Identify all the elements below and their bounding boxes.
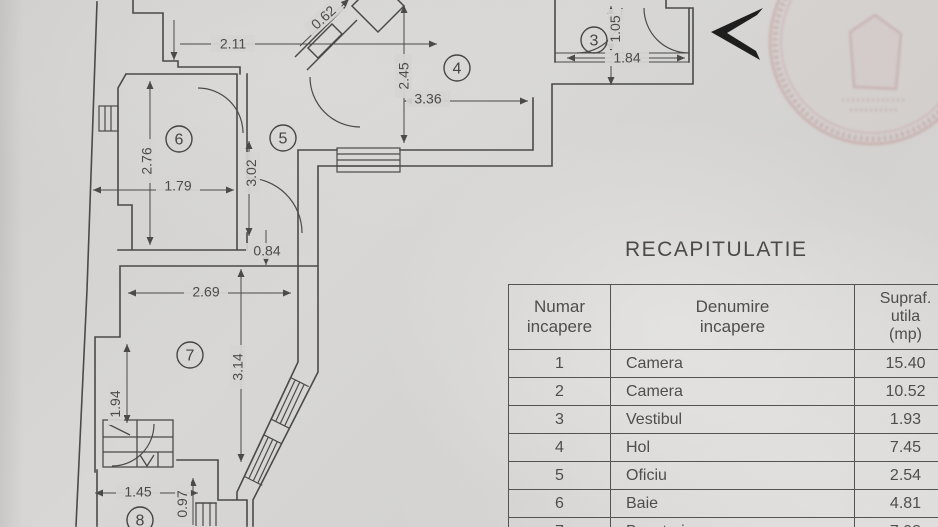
dim-2-69: 2.69 xyxy=(184,283,228,300)
room-circle-5: 5 xyxy=(269,124,297,152)
dim-2-11: 2.11 xyxy=(211,35,255,52)
walls-path xyxy=(75,0,694,527)
chevron-left-arrow-icon xyxy=(711,8,763,60)
dim-3-36: 3.36 xyxy=(406,90,450,107)
svg-text:0.84: 0.84 xyxy=(253,243,280,259)
dim-1-45: 1.45 xyxy=(116,483,160,500)
room-area-cell: 7.45 xyxy=(854,433,938,462)
room-name-cell: Bucatarie xyxy=(610,517,855,527)
room-number-cell: 2 xyxy=(508,377,611,406)
room-name-cell: Camera xyxy=(610,377,855,406)
svg-text:1.05: 1.05 xyxy=(607,15,623,42)
svg-text:3: 3 xyxy=(590,33,599,50)
svg-text:3.36: 3.36 xyxy=(414,91,441,107)
room-circle-3: 3 xyxy=(580,26,608,54)
svg-text:3.02: 3.02 xyxy=(243,159,259,186)
dim-1-79: 1.79 xyxy=(156,177,200,194)
svg-text:0.97: 0.97 xyxy=(174,490,190,517)
dim-3-02: 3.02 xyxy=(243,152,260,194)
header-suprafata-utila: Supraf. utila (mp) xyxy=(854,284,938,350)
svg-text:8: 8 xyxy=(136,513,145,527)
room-circle-8: 8 xyxy=(126,506,154,527)
table-row: 6 Baie 4.81 xyxy=(508,489,938,518)
room-circle-7: 7 xyxy=(176,341,204,369)
svg-text:4: 4 xyxy=(453,61,462,78)
svg-text:2.11: 2.11 xyxy=(220,36,246,52)
svg-text:3.14: 3.14 xyxy=(230,353,246,380)
table-row: 5 Oficiu 2.54 xyxy=(508,461,938,490)
svg-text:5: 5 xyxy=(279,131,288,148)
svg-text:2.45: 2.45 xyxy=(396,62,412,89)
room-circle-4: 4 xyxy=(443,54,471,82)
round-ink-stamp xyxy=(768,0,938,146)
room-name-cell: Camera xyxy=(610,349,855,378)
dim-2-76: 2.76 xyxy=(138,139,155,183)
header-line: Numar xyxy=(533,297,585,316)
room-number-cell: 1 xyxy=(508,349,611,378)
header-line: incapere xyxy=(526,317,593,336)
room-area-cell: 15.40 xyxy=(854,349,938,378)
room-number-cell: 7 xyxy=(508,517,611,527)
room-area-cell: 1.93 xyxy=(854,405,938,434)
dim-0-97: 0.97 xyxy=(174,483,191,525)
header-line: Supraf. xyxy=(879,290,932,307)
table-row: 3 Vestibul 1.93 xyxy=(508,405,938,434)
room-number-circles: 3 4 5 6 7 8 xyxy=(126,26,608,527)
dim-0-84: 0.84 xyxy=(246,243,288,259)
room-number-cell: 6 xyxy=(508,489,611,518)
svg-text:1.94: 1.94 xyxy=(107,390,123,417)
svg-text:2.69: 2.69 xyxy=(192,284,219,300)
room-circle-6: 6 xyxy=(165,125,193,153)
dim-1-94: 1.94 xyxy=(107,383,124,425)
room-area-cell: 2.54 xyxy=(854,461,938,490)
svg-text:1.45: 1.45 xyxy=(124,484,151,500)
svg-text:7: 7 xyxy=(186,348,195,365)
dim-0-62: 0.62 xyxy=(302,0,345,38)
stamp-shield xyxy=(848,13,903,91)
dimension-labels: 2.11 0.62 2.45 3.36 1.05 1.84 2.76 xyxy=(107,0,649,525)
header-line: utila xyxy=(890,308,921,325)
entrance-walls xyxy=(294,0,406,71)
room-name-cell: Oficiu xyxy=(610,461,855,490)
recap-table: Numar incapere Denumire incapere Supraf.… xyxy=(508,284,938,527)
header-line: Denumire xyxy=(695,297,770,316)
dim-2-45: 2.45 xyxy=(395,54,412,98)
dim-3-14: 3.14 xyxy=(229,345,246,389)
recap-title: RECAPITULATIE xyxy=(625,238,808,261)
table-row: 2 Camera 10.52 xyxy=(508,377,938,406)
svg-text:1.79: 1.79 xyxy=(164,178,191,194)
room-name-cell: Hol xyxy=(610,433,855,462)
window-room8 xyxy=(195,503,217,526)
room-number-cell: 3 xyxy=(508,405,611,434)
header-numar-incapere: Numar incapere xyxy=(508,284,611,350)
header-denumire-incapere: Denumire incapere xyxy=(610,284,855,350)
room-area-cell: 7.98 xyxy=(854,517,938,527)
window-symbols xyxy=(98,105,401,526)
room-area-cell: 4.81 xyxy=(854,489,938,518)
window-diagonal-upper xyxy=(270,377,309,429)
room-name-cell: Vestibul xyxy=(610,405,855,434)
room-name-cell: Baie xyxy=(610,489,855,518)
dim-1-84: 1.84 xyxy=(605,50,649,66)
window-room6 xyxy=(98,105,119,132)
room-area-cell: 10.52 xyxy=(854,377,938,406)
header-line: (mp) xyxy=(889,326,922,343)
stamp-text-ring xyxy=(772,0,938,142)
table-row: 1 Camera 15.40 xyxy=(508,349,938,378)
room-number-cell: 4 xyxy=(508,433,611,462)
dim-1-05: 1.05 xyxy=(607,9,624,49)
closet-grid xyxy=(102,419,174,468)
recap-header-row: Numar incapere Denumire incapere Supraf.… xyxy=(508,284,938,350)
header-line: incapere xyxy=(699,317,766,336)
room-number-cell: 5 xyxy=(508,461,611,490)
window-diagonal-lower xyxy=(243,434,283,486)
svg-text:6: 6 xyxy=(175,132,184,149)
svg-text:2.76: 2.76 xyxy=(139,147,155,174)
svg-text:1.84: 1.84 xyxy=(613,50,640,66)
table-row: 7 Bucatarie 7.98 xyxy=(508,517,938,527)
table-row: 4 Hol 7.45 xyxy=(508,433,938,462)
